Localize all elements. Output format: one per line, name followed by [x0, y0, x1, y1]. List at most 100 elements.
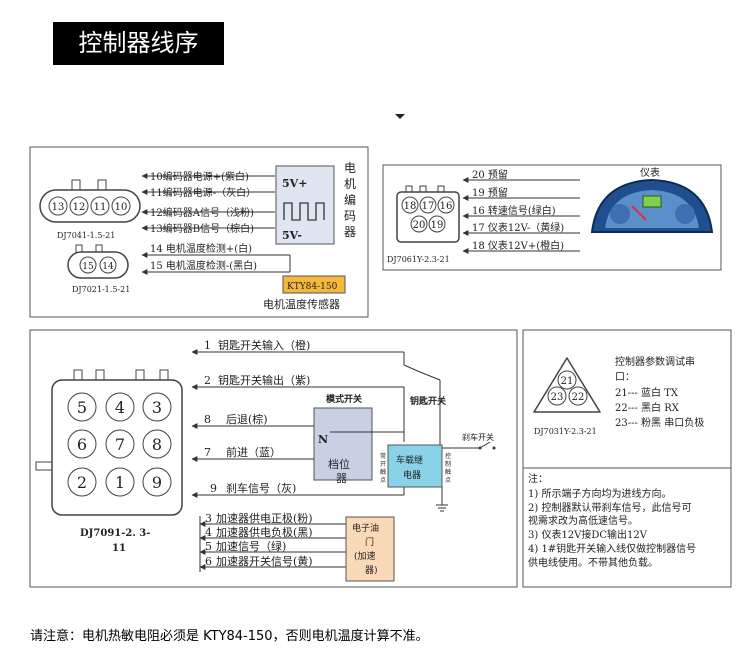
connector-label: DJ7031Y-2.3-21 [534, 427, 597, 436]
wire-label: 18 仪表12V+(橙白) [472, 239, 564, 252]
relay-left-label: 开 [380, 461, 386, 468]
connector-dj7021: 15 14 DJ7021-1.5-21 [67, 244, 130, 294]
pin-label: 19 [431, 220, 444, 231]
relay-left-label: 触 [380, 468, 386, 476]
notes-panel-frame [522, 467, 732, 588]
pulse-waveform-icon [283, 202, 325, 221]
pin-label: 21 [561, 376, 574, 387]
pin-label: 7 [115, 435, 125, 454]
brake-switch-icon [478, 441, 496, 450]
pin-label: 11 [94, 202, 107, 213]
wire-label: 14 电机温度检测+(白) [150, 242, 252, 255]
pin-label: 15 [82, 262, 94, 272]
arrow-mark-icon [395, 114, 405, 119]
wire-label: 加速器供电负极(黑) [216, 525, 313, 539]
params-row: 23--- 粉黑 串口负极 [615, 416, 704, 429]
connector-dj7031y: 21 23 22 DJ7031Y-2.3-21 [533, 357, 601, 436]
wire-label: 13编码器B信号（棕白) [150, 222, 254, 235]
pin-label: 17 [422, 201, 435, 212]
note-line: 4) 1#钥匙开关输入线仅做控制器信号 [528, 542, 696, 555]
wire-label: 钥匙开关输入（橙) [218, 338, 310, 352]
connector-dj7041: 13 12 11 10 DJ7041-1.5-21 [39, 179, 141, 240]
pin-label: 18 [404, 201, 417, 212]
wire-label: 刹车信号（灰) [226, 481, 296, 495]
pin-label: 3 [152, 398, 162, 417]
relay-right-label: 触 [445, 468, 451, 476]
wire-number: 2 [204, 374, 211, 387]
params-panel: 21 23 22 DJ7031Y-2.3-21 控制器参数调试串 口： 21--… [522, 329, 732, 469]
wire-label: 加速器供电正极(粉) [216, 511, 313, 525]
encoder-box: 5V+ 5V- [275, 165, 335, 245]
sensor-caption: 电机温度传感器 [263, 297, 340, 311]
connector-label: DJ7021-1.5-21 [72, 285, 130, 294]
pin-label: 2 [77, 473, 87, 492]
notes-heading: 注： [528, 472, 548, 485]
mode-switch-n: N [318, 433, 328, 446]
relay-right-label: 点 [445, 476, 451, 484]
params-row: 22--- 黑白 RX [615, 401, 680, 414]
wire-label: 16 转速信号(绿白) [472, 204, 556, 217]
wire-label: 钥匙开关输出（紫) [218, 373, 310, 387]
encoder-minus-label: 5V- [282, 229, 302, 242]
throttle-label: 器) [365, 565, 378, 576]
pin-label: 9 [152, 473, 162, 492]
wire-number: 4 [205, 526, 212, 539]
throttle-label: 门 [365, 536, 374, 548]
params-title: 控制器参数调试串 [615, 355, 695, 368]
meter-label: 仪表 [640, 166, 660, 179]
notes-panel: 注： 1) 所示端子方向均为进线方向。 2) 控制器默认带刹车信号，此信号可 视… [522, 467, 732, 588]
encoder-panel: 13 12 11 10 DJ7041-1.5-21 15 14 DJ7021-1… [29, 146, 369, 318]
pin-label: 16 [440, 201, 453, 212]
pin-label: 12 [73, 202, 86, 213]
note-line: 3) 仪表12V接DC输出12V [528, 528, 648, 541]
note-line: 1) 所示端子方向均为进线方向。 [528, 487, 671, 500]
mode-switch-caption: 档位 [328, 457, 350, 471]
wire-number: 9 [210, 482, 217, 495]
pin-label: 1 [115, 473, 125, 492]
encoder-label-char: 码 [344, 209, 356, 223]
bottom-note: 请注意：电机热敏电阻必须是 KTY84-150，否则电机温度计算不准。 [30, 629, 429, 644]
encoder-label-char: 器 [344, 225, 356, 239]
params-row: 21--- 蓝白 TX [615, 386, 679, 399]
relay-box: 车载继 电器 常 开 触 点 控 制 触 点 [380, 444, 451, 488]
throttle-label: 电子油 [352, 522, 379, 534]
pin-label: 13 [52, 202, 65, 213]
wire-label: 加速器开关信号(黄) [216, 554, 313, 568]
note-line: 供电线使用。不带其他负载。 [528, 556, 658, 569]
kty-sensor-box [282, 275, 346, 294]
wire-label: 前进（蓝） [226, 445, 281, 459]
connector-dj7091: 5 4 3 6 7 8 2 1 9 DJ7091-2. 3- 11 [35, 369, 183, 554]
wire-label: 加速信号（绿) [216, 539, 286, 553]
relay-label: 电器 [403, 469, 421, 481]
wire-number: 5 [205, 540, 212, 553]
connector-label: DJ7041-1.5-21 [57, 231, 115, 240]
params-title: 口： [615, 372, 635, 383]
wire-number: 3 [205, 512, 212, 525]
mode-switch-caption: 器 [336, 472, 347, 485]
ground-icon [436, 504, 448, 512]
relay-left-label: 常 [380, 452, 386, 460]
pin-label: 5 [77, 398, 87, 417]
pin-label: 23 [551, 392, 564, 403]
meter-panel: 18 17 16 20 19 DJ7061Y-2.3-21 20 预留 19 预… [382, 164, 722, 271]
throttle-box: 电子油 门 (加速 器) [345, 516, 395, 582]
wire-number: 1 [204, 339, 211, 352]
wire-label: 17 仪表12V-（黄绿) [472, 221, 564, 234]
connector-label: DJ7061Y-2.3-21 [387, 255, 450, 264]
wire-label: 后退(棕) [226, 412, 268, 426]
relay-left-label: 点 [380, 476, 386, 484]
connector-label: DJ7091-2. 3- [80, 528, 150, 539]
brake-switch-label: 刹车开关 [462, 432, 494, 442]
wire-number: 6 [205, 555, 212, 568]
page-title: 控制器线序 [53, 22, 224, 65]
connector-dj7061y: 18 17 16 20 19 DJ7061Y-2.3-21 [387, 185, 460, 264]
note-line: 2) 控制器默认带刹车信号，此信号可 [528, 501, 691, 514]
wire-label: 12编码器A信号（浅粉) [150, 206, 254, 219]
pin-label: 4 [115, 398, 125, 417]
kty-sensor-label: KTY84-150 [287, 282, 338, 292]
meter-wires: 20 预留 19 预留 16 转速信号(绿白) 17 仪表12V-（黄绿) 18… [462, 168, 580, 254]
pin-label: 8 [152, 435, 162, 454]
pin-label: 6 [77, 435, 87, 454]
pin-label: 20 [413, 220, 426, 231]
